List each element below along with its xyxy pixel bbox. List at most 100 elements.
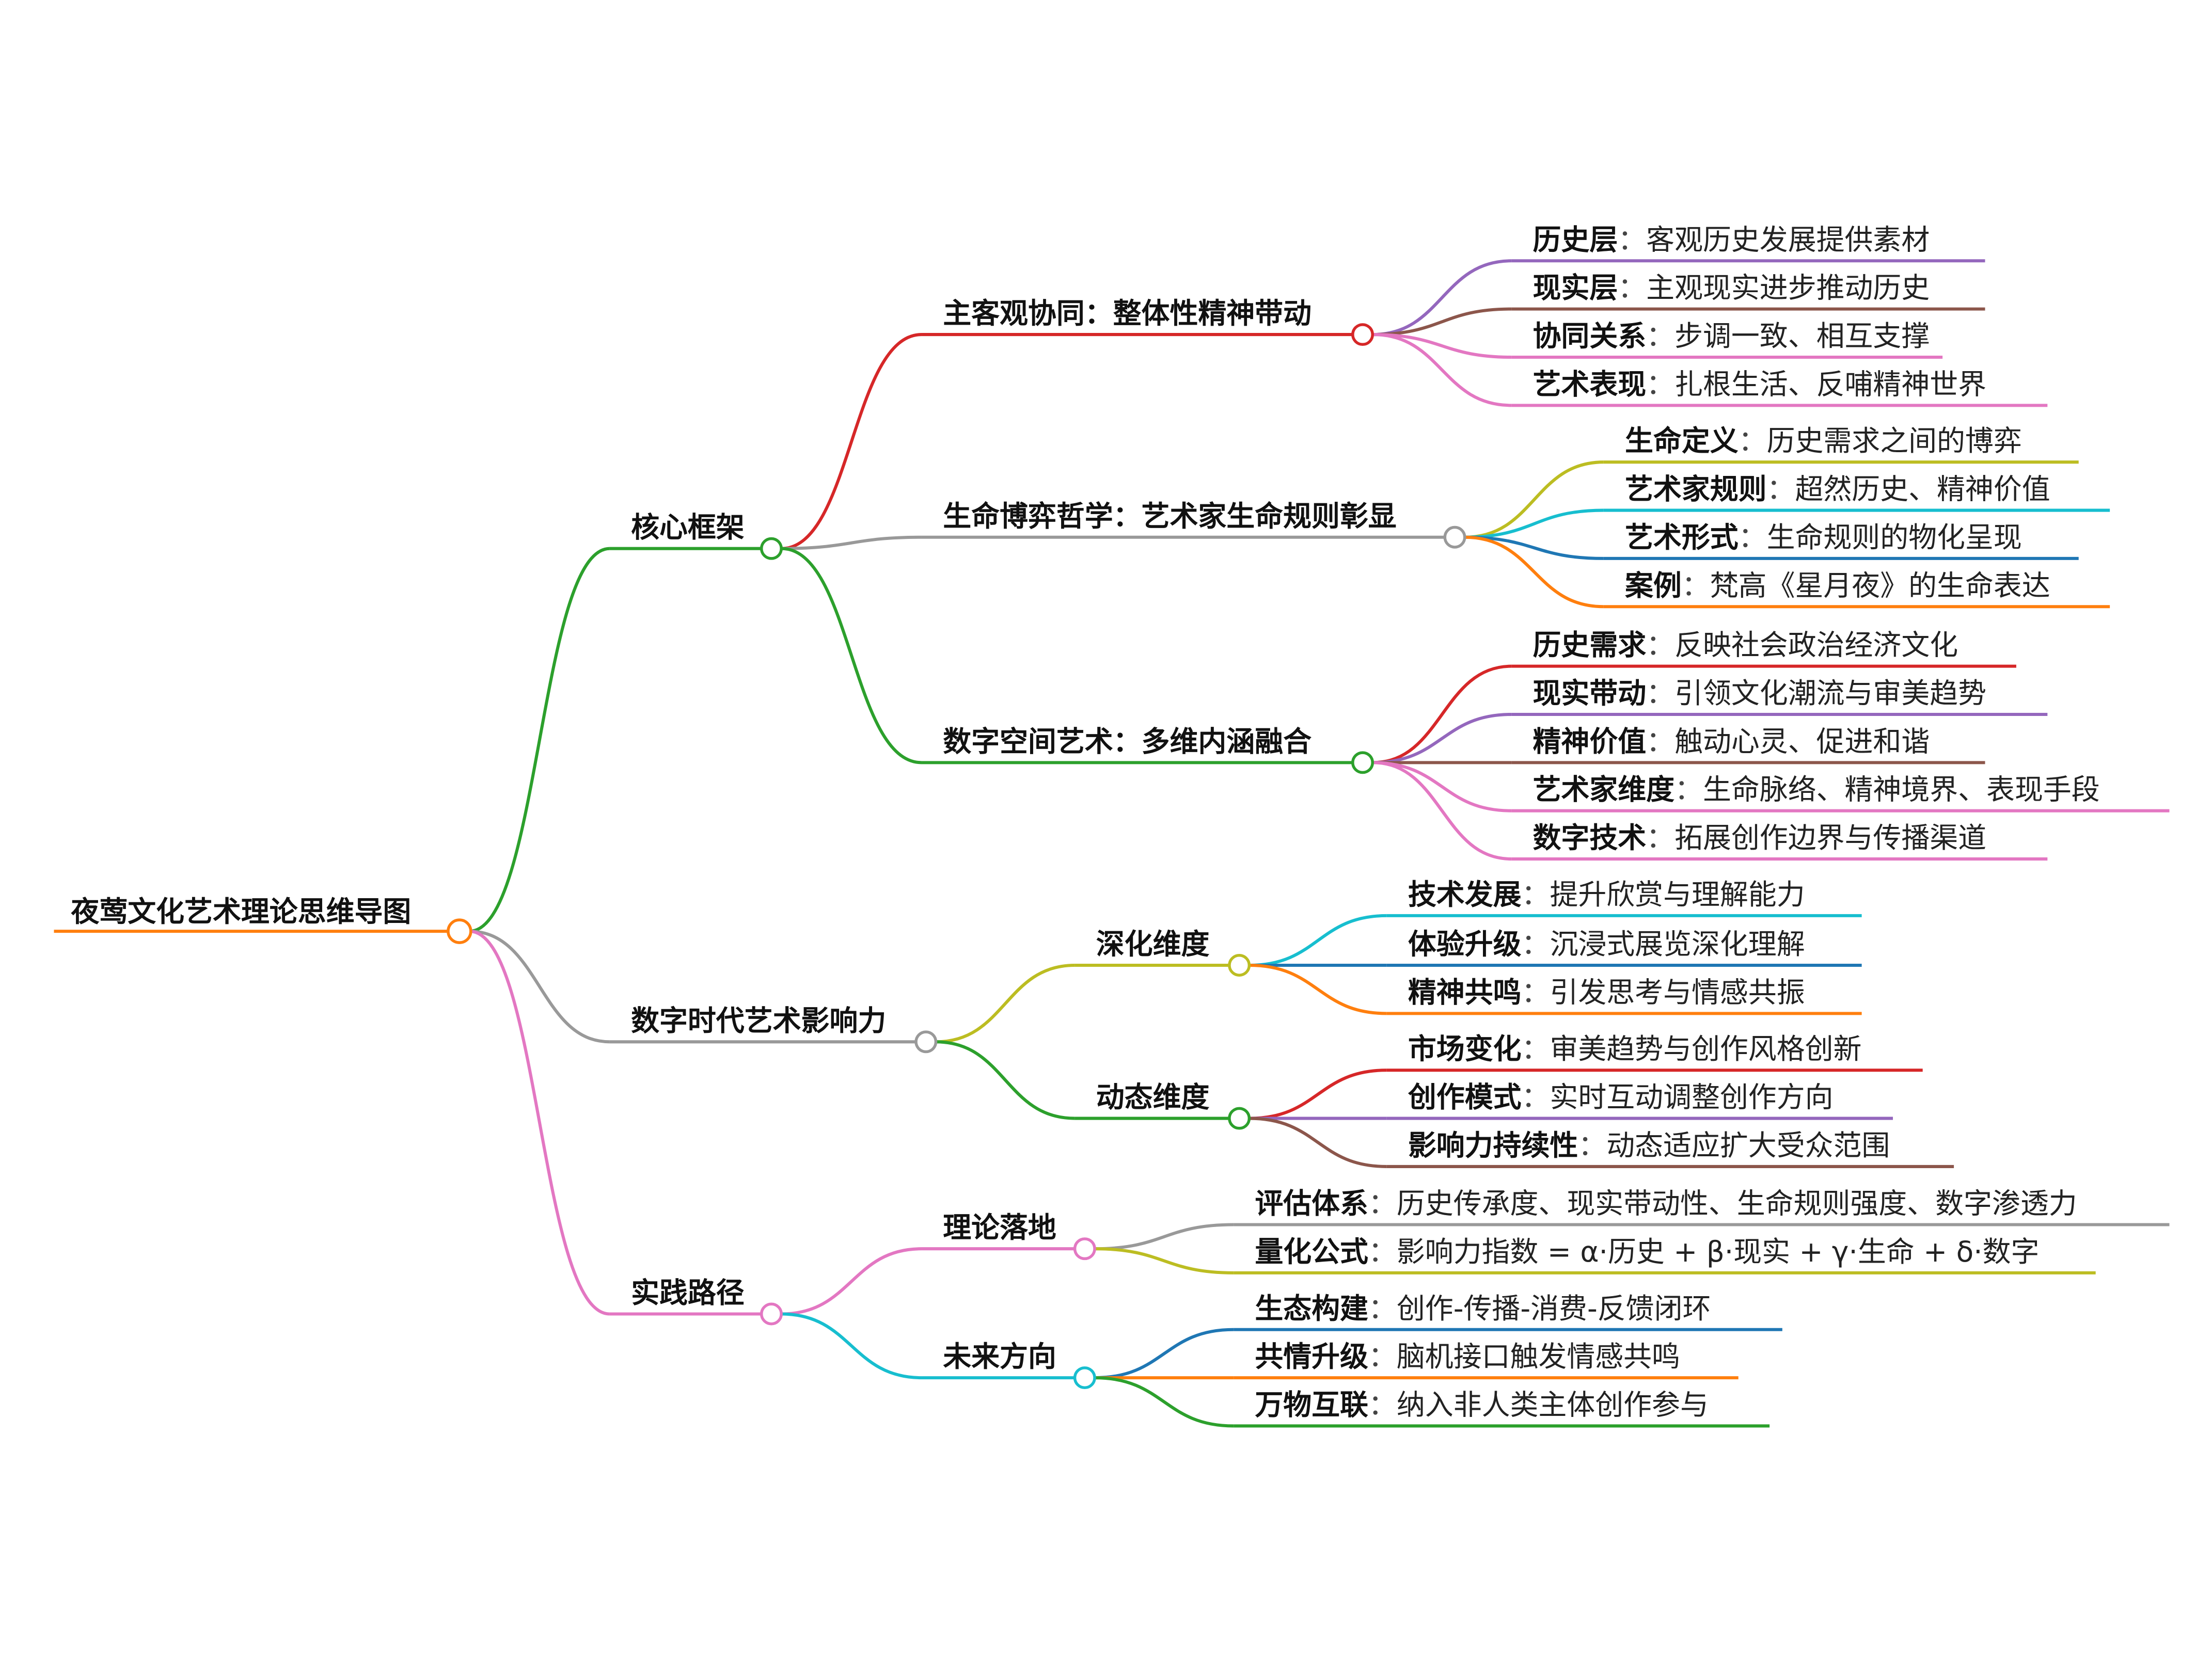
leaf-text: 市场变化：审美趋势与创作风格创新 (1408, 1032, 1862, 1065)
leaf-key: 现实带动 (1533, 677, 1647, 710)
leaf-separator: ： (1368, 1388, 1397, 1421)
leaf-description: 反映社会政治经济文化 (1674, 629, 1958, 662)
leaf-node[interactable]: 艺术家维度：生命脉络、精神境界、表现手段 (1511, 773, 2170, 812)
leaf-text: 现实层：主观现实进步推动历史 (1533, 272, 1930, 305)
leaf-connector (1249, 1117, 1387, 1168)
leaf-separator: ： (1368, 1187, 1397, 1220)
leaf-node[interactable]: 万物互联：纳入非人类主体创作参与 (1234, 1388, 1770, 1428)
leaf-description: 触动心灵、促进和谐 (1674, 725, 1930, 758)
leaf-description: 影响力指数 = α·历史 + β·现实 + γ·生命 + δ·数字 (1397, 1235, 2040, 1268)
leaf-node[interactable]: 生态构建：创作-传播-消费-反馈闭环 (1234, 1292, 1782, 1331)
leaf-description: 引发思考与情感共振 (1550, 976, 1805, 1009)
leaf-key: 共情升级 (1255, 1340, 1368, 1373)
leaf-connector (1464, 535, 1604, 609)
sub-branch-node[interactable]: 理论落地 (922, 1211, 1096, 1261)
leaf-node[interactable]: 案例：梵高《星月夜》的生命表达 (1603, 569, 2110, 609)
leaf-text: 万物互联：纳入非人类主体创作参与 (1255, 1388, 1709, 1421)
leaf-node[interactable]: 艺术家规则：超然历史、精神价值 (1603, 473, 2110, 512)
leaf-node[interactable]: 体验升级：沉浸式展览深化理解 (1386, 928, 1862, 967)
collapse-toggle-icon[interactable] (1443, 525, 1466, 549)
leaf-description: 动态适应扩大受众范围 (1606, 1129, 1890, 1162)
leaf-connector (1372, 333, 1512, 407)
leaf-node[interactable]: 历史层：客观历史发展提供素材 (1511, 223, 1985, 263)
leaf-description: 生命规则的物化呈现 (1767, 521, 2022, 554)
sub-branch-node[interactable]: 深化维度 (1075, 928, 1251, 977)
leaf-node[interactable]: 市场变化：审美趋势与创作风格创新 (1386, 1032, 1923, 1072)
leaf-description: 生命脉络、精神境界、表现手段 (1703, 773, 2100, 806)
collapse-toggle-icon[interactable] (1351, 323, 1374, 346)
collapse-toggle-icon[interactable] (1073, 1237, 1096, 1261)
leaf-key: 艺术家规则 (1625, 473, 1767, 506)
collapse-toggle-icon[interactable] (1351, 751, 1374, 774)
leaf-node[interactable]: 创作模式：实时互动调整创作方向 (1386, 1081, 1893, 1120)
leaf-node[interactable]: 协同关系：步调一致、相互支撑 (1511, 320, 1943, 359)
leaf-text: 历史需求：反映社会政治经济文化 (1533, 629, 1958, 662)
leaf-connector (1372, 664, 1512, 764)
leaf-connector (1249, 914, 1387, 967)
collapse-toggle-icon[interactable] (914, 1030, 938, 1054)
sub-branch-connector (781, 535, 922, 550)
leaf-node[interactable]: 量化公式：影响力指数 = α·历史 + β·现实 + γ·生命 + δ·数字 (1234, 1235, 2096, 1274)
sub-branch-connector (781, 333, 922, 550)
leaf-description: 引领文化潮流与审美趋势 (1674, 677, 1986, 710)
collapse-toggle-icon[interactable] (1228, 1107, 1251, 1130)
leaf-connector (1372, 712, 1512, 764)
leaf-node[interactable]: 共情升级：脑机接口触发情感共鸣 (1234, 1340, 1739, 1380)
leaf-node[interactable]: 技术发展：提升欣赏与理解能力 (1386, 878, 1862, 917)
leaf-node[interactable]: 生命定义：历史需求之间的博弈 (1603, 424, 2079, 464)
leaf-node[interactable]: 精神价值：触动心灵、促进和谐 (1511, 725, 1985, 764)
collapse-toggle-icon[interactable] (760, 537, 783, 560)
leaf-key: 艺术表现 (1533, 368, 1647, 401)
leaf-node[interactable]: 现实带动：引领文化潮流与审美趋势 (1511, 677, 2048, 716)
leaf-separator: ： (1646, 629, 1674, 662)
leaf-description: 实时互动调整创作方向 (1550, 1081, 1833, 1114)
leaf-connector (1095, 1223, 1234, 1251)
leaf-node[interactable]: 精神共鸣：引发思考与情感共振 (1386, 976, 1862, 1015)
leaf-description: 梵高《星月夜》的生命表达 (1710, 569, 2050, 602)
leaf-node[interactable]: 艺术表现：扎根生活、反哺精神世界 (1511, 368, 2048, 407)
branch-node[interactable]: 核心框架 (609, 511, 783, 560)
root-node[interactable]: 夜莺文化艺术理论思维导图 (54, 895, 472, 944)
collapse-toggle-icon[interactable] (1073, 1366, 1096, 1390)
leaf-description: 超然历史、精神价值 (1795, 473, 2050, 506)
leaf-separator: ： (1368, 1235, 1397, 1268)
leaf-connector (1372, 259, 1512, 337)
leaf-key: 生态构建 (1255, 1292, 1368, 1325)
branch-node[interactable]: 数字时代艺术影响力 (609, 1004, 938, 1054)
collapse-toggle-icon[interactable] (1228, 954, 1251, 977)
leaf-text: 共情升级：脑机接口触发情感共鸣 (1255, 1340, 1680, 1373)
sub-branch-node[interactable]: 数字空间艺术：多维内涵融合 (922, 725, 1374, 774)
root-label: 夜莺文化艺术理论思维导图 (70, 895, 411, 928)
leaf-key: 万物互联 (1255, 1388, 1368, 1421)
sub-branch-label: 深化维度 (1096, 928, 1210, 961)
leaf-node[interactable]: 影响力持续性：动态适应扩大受众范围 (1386, 1129, 1954, 1168)
sub-branch-label: 未来方向 (943, 1340, 1056, 1373)
leaf-node[interactable]: 数字技术：拓展创作边界与传播渠道 (1511, 821, 2048, 861)
leaf-text: 技术发展：提升欣赏与理解能力 (1408, 878, 1805, 911)
leaf-node[interactable]: 艺术形式：生命规则的物化呈现 (1603, 521, 2079, 560)
leaf-separator: ： (1522, 928, 1550, 961)
leaf-separator: ： (1682, 569, 1710, 602)
leaf-separator: ： (1646, 677, 1674, 710)
leaf-separator: ： (1522, 1032, 1550, 1065)
sub-branch-node[interactable]: 主客观协同：整体性精神带动 (922, 297, 1374, 346)
leaf-separator: ： (1522, 878, 1550, 911)
sub-branch-node[interactable]: 生命博弈哲学：艺术家生命规则彰显 (922, 500, 1466, 549)
collapse-toggle-icon[interactable] (760, 1302, 783, 1326)
collapse-toggle-icon[interactable] (447, 918, 472, 944)
leaf-node[interactable]: 评估体系：历史传承度、现实带动性、生命规则强度、数字渗透力 (1234, 1187, 2170, 1226)
leaf-node[interactable]: 历史需求：反映社会政治经济文化 (1511, 629, 2016, 668)
leaf-description: 创作-传播-消费-反馈闭环 (1397, 1292, 1711, 1325)
leaf-node[interactable]: 现实层：主观现实进步推动历史 (1511, 272, 1985, 311)
branch-label: 数字时代艺术影响力 (631, 1004, 886, 1037)
branch-node[interactable]: 实践路径 (609, 1277, 783, 1326)
sub-branch-node[interactable]: 动态维度 (1075, 1081, 1251, 1130)
sub-branch-node[interactable]: 未来方向 (922, 1340, 1096, 1390)
branch-label: 实践路径 (631, 1277, 745, 1310)
leaf-connector (1249, 1069, 1387, 1120)
sub-branch-label: 数字空间艺术：多维内涵融合 (943, 725, 1312, 758)
branch-connector (469, 930, 610, 1044)
leaf-connector (1095, 1376, 1234, 1428)
leaf-text: 数字技术：拓展创作边界与传播渠道 (1533, 821, 1987, 854)
sub-branch-label: 动态维度 (1096, 1081, 1210, 1114)
